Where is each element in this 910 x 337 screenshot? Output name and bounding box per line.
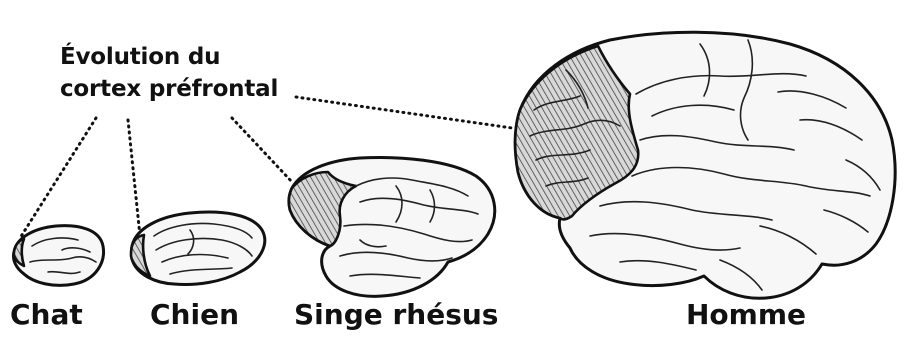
human-brain bbox=[515, 32, 895, 298]
diagram-title-line-1: Évolution du bbox=[60, 44, 220, 70]
diagram-title-line-2: cortex préfrontal bbox=[60, 76, 278, 102]
pointer-line-cat bbox=[20, 118, 96, 238]
monkey-brain bbox=[289, 158, 495, 297]
pointer-line-dog bbox=[128, 120, 140, 236]
label-human: Homme bbox=[686, 298, 806, 331]
cat-brain bbox=[13, 226, 103, 286]
pointer-line-human bbox=[296, 97, 512, 128]
dog-brain bbox=[131, 212, 265, 284]
label-dog: Chien bbox=[150, 298, 239, 331]
label-cat: Chat bbox=[10, 298, 83, 331]
label-rhesus-monkey: Singe rhésus bbox=[294, 298, 498, 331]
pointer-line-monkey bbox=[232, 118, 292, 182]
